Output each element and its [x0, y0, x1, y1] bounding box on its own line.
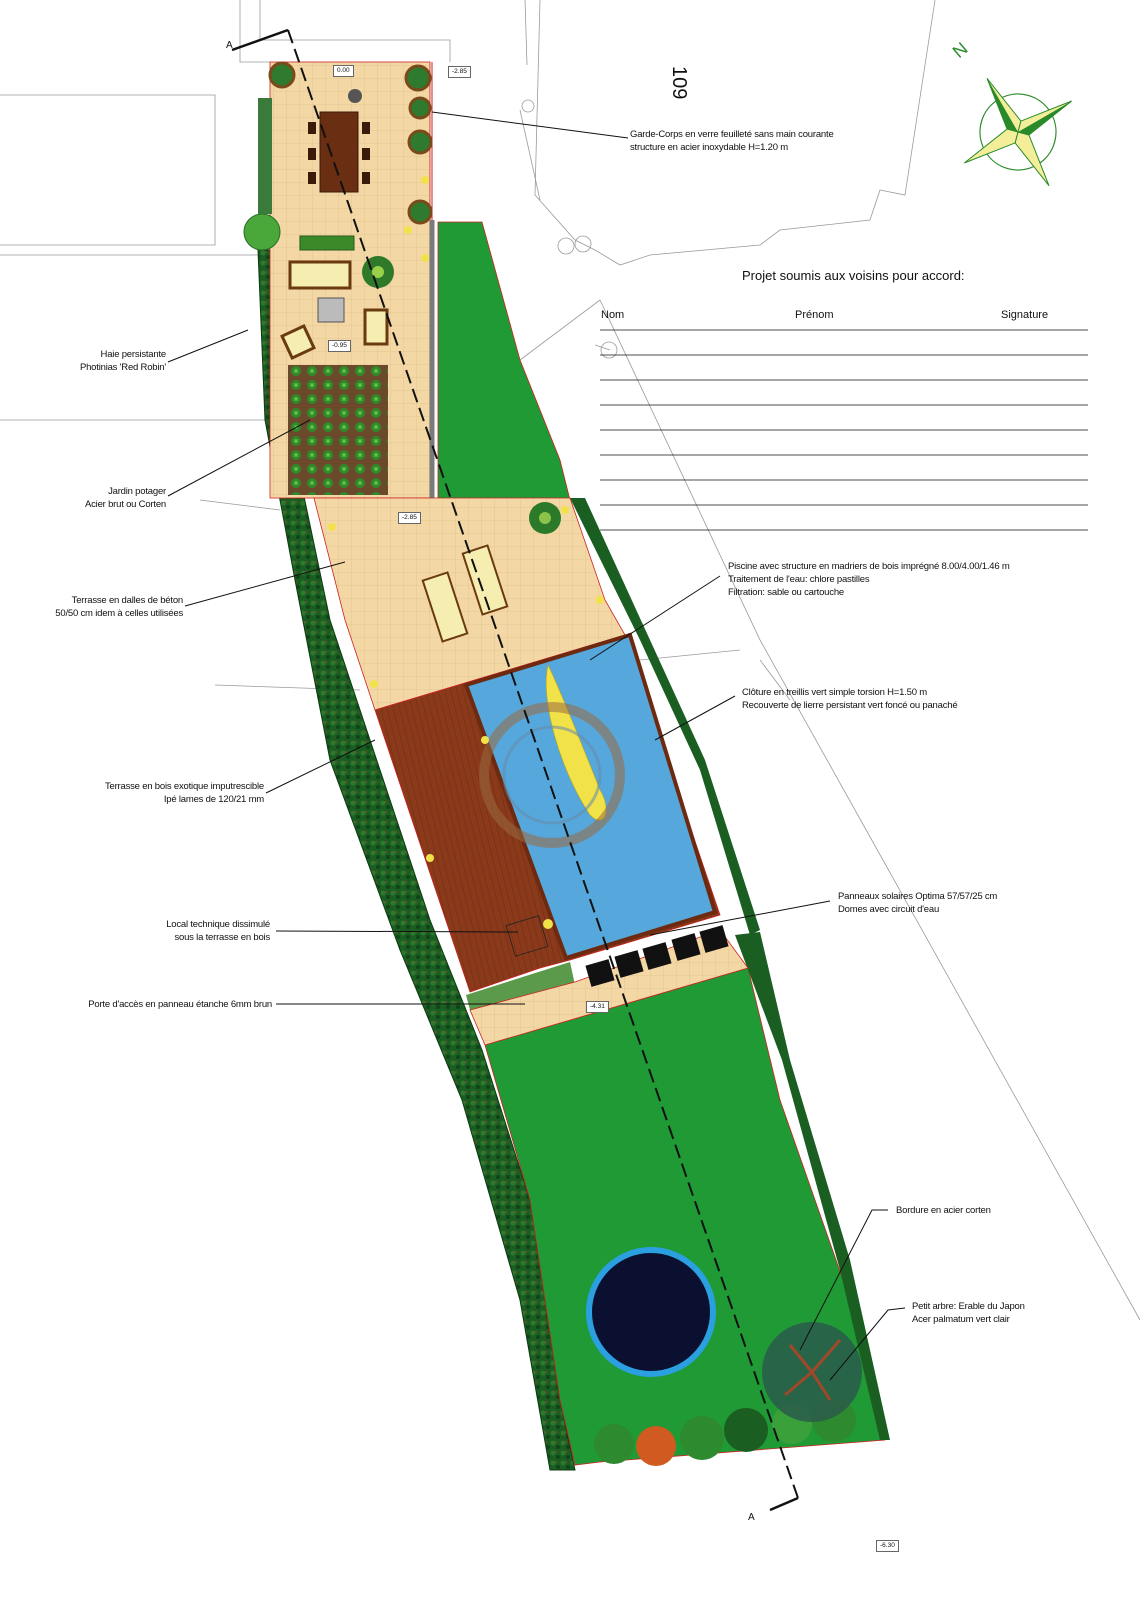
technical-room-hatch	[505, 915, 549, 957]
japanese-maple	[762, 1322, 862, 1422]
hedge-strip	[257, 249, 576, 1471]
level-tag: -4.31	[586, 1001, 609, 1013]
section-marker-bottom: A	[748, 1512, 755, 1523]
annotation-arbre: Petit arbre: Erable du Japon Acer palmat…	[912, 1301, 1025, 1325]
upper-lawn	[437, 221, 571, 501]
annotation-potager: Jardin potager Acier brut ou Corten	[84, 486, 166, 510]
annotation-bordure: Bordure en acier corten	[896, 1205, 991, 1216]
trampoline	[586, 1247, 716, 1377]
planter-box	[299, 235, 355, 251]
house-number: 109	[668, 66, 690, 100]
annotation-porte: Porte d'accès en panneau étanche 6mm bru…	[88, 999, 272, 1010]
vegetable-garden	[288, 365, 388, 495]
sun-lounger	[421, 571, 469, 643]
solar-panels	[585, 925, 729, 987]
approval-title: Projet soumis aux voisins pour accord:	[742, 268, 965, 283]
annotation-piscine: Piscine avec structure en madriers de bo…	[728, 561, 1010, 598]
palm-plant	[328, 502, 604, 688]
approval-col-prenom: Prénom	[795, 309, 834, 321]
level-tag: -0.95	[328, 340, 351, 352]
section-line	[231, 28, 799, 1512]
annotation-garde-corps: Garde-Corps en verre feuilleté sans main…	[630, 129, 834, 153]
annotation-terrasse-beton: Terrasse en dalles de béton 50/50 cm ide…	[55, 595, 183, 619]
approval-table-lines	[600, 329, 1088, 531]
leader-lines	[167, 111, 906, 1381]
level-tag: -6.30	[876, 1540, 899, 1552]
level-tag: 0.00	[333, 65, 354, 77]
lounge-seating	[280, 256, 394, 360]
dining-table	[308, 89, 370, 193]
lawn-right-edge	[735, 932, 890, 1440]
level-tag: -2.85	[448, 66, 471, 78]
approval-col-signature: Signature	[1001, 309, 1049, 321]
section-marker-top: A	[226, 40, 233, 51]
approval-col-nom: Nom	[601, 309, 625, 321]
flower-bed	[466, 962, 575, 1010]
compass-rose	[963, 77, 1073, 187]
potted-plants	[243, 61, 433, 262]
annotation-local: Local technique dissimulé sous la terras…	[166, 919, 270, 943]
annotation-cloture: Clôture en treillis vert simple torsion …	[742, 687, 958, 711]
annotation-haie: Haie persistante Photinias 'Red Robin'	[79, 349, 166, 373]
flower-strip	[258, 98, 272, 214]
level-tag: -2.85	[398, 512, 421, 524]
watermark-logo	[479, 702, 625, 848]
fence-hedge-right	[570, 498, 760, 935]
annotation-terrasse-bois: Terrasse en bois exotique imputrescible …	[104, 781, 264, 805]
annotation-panneaux: Panneaux solaires Optima 57/57/25 cm Dom…	[838, 891, 998, 915]
bottom-shrubs	[594, 1398, 856, 1466]
